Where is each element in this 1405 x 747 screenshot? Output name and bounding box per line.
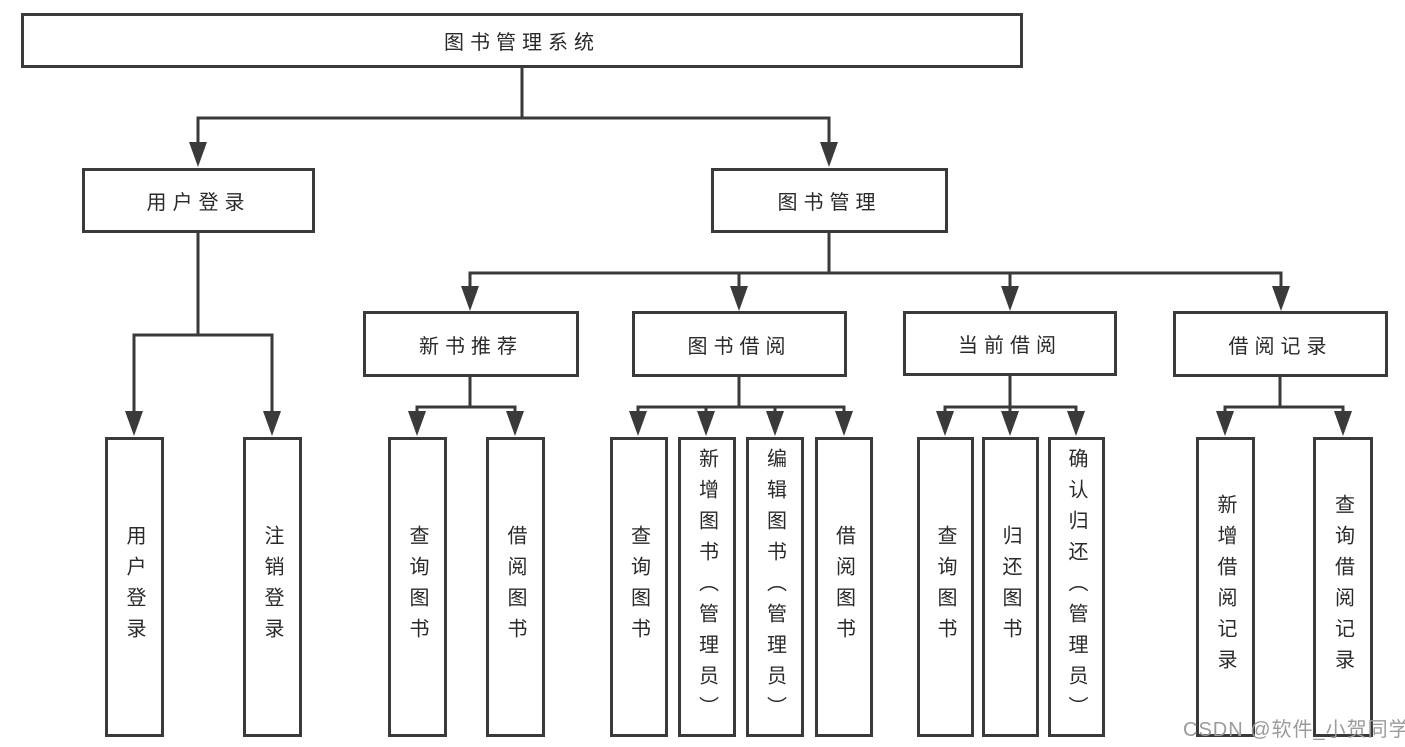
node-leaf-confirm-return-admin: 确认归还（管理员）: [1048, 437, 1105, 737]
node-leaf-edit-books-admin: 编辑图书（管理员）: [746, 437, 804, 737]
node-leaf-return-books: 归还图书: [982, 437, 1039, 737]
leaf-label: 用户登录: [123, 525, 145, 649]
node-borrowing-records: 借阅记录: [1173, 311, 1388, 377]
node-book-borrowing: 图书借阅: [632, 311, 847, 377]
node-leaf-logout: 注销登录: [243, 437, 302, 737]
arrowheads: [125, 142, 1352, 436]
leaf-label: 编辑图书（管理员）: [763, 447, 786, 727]
node-new-book-recommendation: 新书推荐: [363, 311, 579, 377]
leaf-label: 借阅图书: [832, 525, 855, 649]
leaf-label: 新增图书（管理员）: [695, 447, 718, 727]
node-leaf-query-books-current: 查询图书: [917, 437, 974, 737]
leaf-label: 借阅图书: [504, 525, 526, 649]
node-leaf-user-login: 用户登录: [105, 437, 164, 737]
connector-lines: [132, 66, 1345, 418]
leaf-label: 查询图书: [934, 525, 956, 649]
node-book-management: 图书管理: [711, 168, 948, 233]
node-leaf-borrow-books-rec: 借阅图书: [486, 437, 545, 737]
node-current-borrowing: 当前借阅: [903, 311, 1117, 376]
csdn-watermark: CSDN @软件_小贺同学: [1183, 719, 1405, 741]
node-leaf-add-books-admin: 新增图书（管理员）: [678, 437, 736, 737]
node-leaf-query-books-borrow: 查询图书: [610, 437, 668, 737]
leaf-label: 新增借阅记录: [1214, 494, 1236, 680]
leaf-label: 注销登录: [261, 525, 283, 649]
node-leaf-query-books-rec: 查询图书: [388, 437, 447, 737]
node-user-login: 用户登录: [82, 168, 315, 233]
leaf-label: 查询图书: [627, 525, 650, 649]
leaf-label: 归还图书: [999, 525, 1021, 649]
node-leaf-borrow-books: 借阅图书: [815, 437, 873, 737]
leaf-label: 查询借阅记录: [1331, 494, 1354, 680]
node-leaf-query-borrow-record: 查询借阅记录: [1313, 437, 1373, 737]
node-leaf-add-borrow-record: 新增借阅记录: [1196, 437, 1255, 737]
leaf-label: 确认归还（管理员）: [1065, 447, 1087, 727]
leaf-label: 查询图书: [406, 525, 428, 649]
node-library-management-system: 图书管理系统: [21, 13, 1023, 68]
